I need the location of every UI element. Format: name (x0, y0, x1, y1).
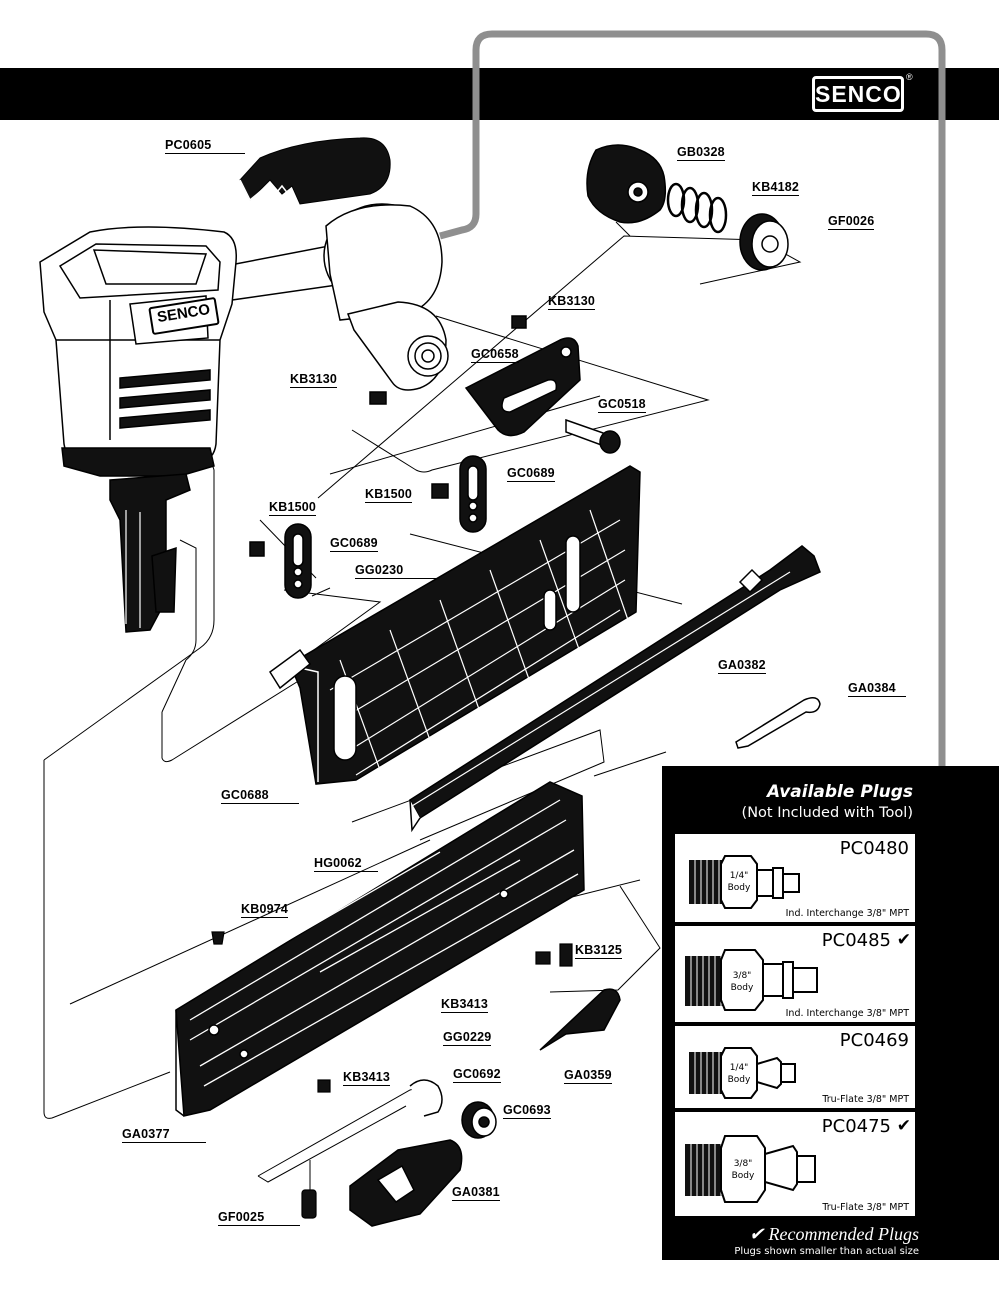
part-label: KB3125 (575, 943, 623, 959)
plug-body-size: 3/8" (734, 1159, 753, 1169)
plug-card: PC0480 1/4" Body Ind. Interchange 3/8" M… (675, 834, 915, 922)
plug-card: PC0469 1/4" Body Tru-Flate 3/8" MPT (675, 1026, 915, 1108)
plug-body-size: 1/4" (730, 1063, 749, 1073)
plug-card: PC0475 ✔ 3/8" Body Tru-Flate 3/8" MPT (675, 1112, 915, 1216)
registered-mark: ® (906, 72, 913, 82)
tool-handle-drawing (224, 203, 449, 391)
part-label: GC0692 (453, 1067, 501, 1083)
part-label: PC0605 (165, 138, 245, 154)
plug-card: PC0485 ✔ 3/8" Body Ind. Interchange 3/8"… (675, 926, 915, 1022)
part-label: GF0026 (828, 214, 875, 230)
latch-housing-drawing (349, 1079, 463, 1227)
plug-body-word: Body (732, 1171, 755, 1181)
part-label: GC0693 (503, 1103, 551, 1119)
roller-drawing (461, 1101, 497, 1139)
plug-body-word: Body (731, 983, 754, 993)
part-label: GA0382 (718, 658, 766, 674)
bracket-drawing (249, 315, 621, 557)
available-plugs-panel: Available Plugs (Not Included with Tool)… (662, 766, 999, 1260)
plug-description: Ind. Interchange 3/8" MPT (785, 908, 909, 919)
part-label: KB3413 (441, 997, 489, 1013)
part-label: KB4182 (752, 180, 800, 196)
plug-body-word: Body (728, 1075, 751, 1085)
part-label: GC0689 (507, 466, 555, 482)
magazine-drawing (175, 781, 585, 1117)
part-label: GG0230 (355, 563, 437, 579)
plug-description: Tru-Flate 3/8" MPT (822, 1094, 909, 1105)
senco-logo: SENCO (812, 76, 904, 112)
pawl-drawing (539, 988, 621, 1051)
part-label: GC0688 (221, 788, 299, 804)
recommended-check-icon: ✔ (896, 1116, 911, 1135)
plugs-subtitle: (Not Included with Tool) (741, 805, 913, 821)
exhaust-deflector-drawing (239, 137, 391, 205)
part-label: GC0658 (471, 347, 519, 363)
part-label: GC0518 (598, 397, 646, 413)
plugs-title: Available Plugs (766, 782, 913, 802)
plug-body-word: Body (728, 883, 751, 893)
latch-clip-drawing (735, 697, 821, 749)
part-label: GG0229 (443, 1030, 492, 1046)
part-label: KB1500 (365, 487, 413, 503)
plug-body-size: 3/8" (733, 971, 752, 981)
part-label: KB0974 (241, 902, 289, 918)
part-label: KB3413 (343, 1070, 391, 1086)
plug-illustration: 1/4" Body (689, 855, 800, 909)
plug-description: Tru-Flate 3/8" MPT (822, 1202, 909, 1213)
part-label: GF0025 (218, 1210, 300, 1226)
size-note: Plugs shown smaller than actual size (734, 1246, 919, 1257)
knob-spring-drawing (586, 144, 789, 271)
small-screws-drawing (211, 931, 573, 1219)
part-label: HG0062 (314, 856, 378, 872)
tool-body-drawing (39, 226, 237, 633)
recommended-check-icon: ✔ (896, 930, 911, 949)
plug-description: Ind. Interchange 3/8" MPT (785, 1008, 909, 1019)
plug-code: PC0480 (839, 838, 909, 859)
part-label: GB0328 (677, 145, 725, 161)
pusher-rod-drawing (409, 545, 821, 833)
plug-illustration: 3/8" Body (685, 1135, 816, 1203)
part-label: GC0689 (330, 536, 378, 552)
plug-code: PC0485 (821, 930, 891, 951)
link-plates-drawing (284, 455, 487, 599)
part-label: GA0384 (848, 681, 906, 697)
part-label: GA0381 (452, 1185, 500, 1201)
part-label: KB3130 (290, 372, 338, 388)
plug-illustration: 1/4" Body (689, 1047, 796, 1099)
recommended-plugs-note: ✔ Recommended Plugs (748, 1224, 919, 1244)
part-label: KB1500 (269, 500, 317, 516)
part-label: GA0377 (122, 1127, 206, 1143)
plug-code: PC0475 (821, 1116, 891, 1137)
part-label: KB3130 (548, 294, 596, 310)
part-label: GA0359 (564, 1068, 612, 1084)
guide-plates-drawing (268, 465, 641, 785)
plug-illustration: 3/8" Body (685, 949, 818, 1011)
plug-code: PC0469 (839, 1030, 909, 1051)
plug-body-size: 1/4" (730, 871, 749, 881)
